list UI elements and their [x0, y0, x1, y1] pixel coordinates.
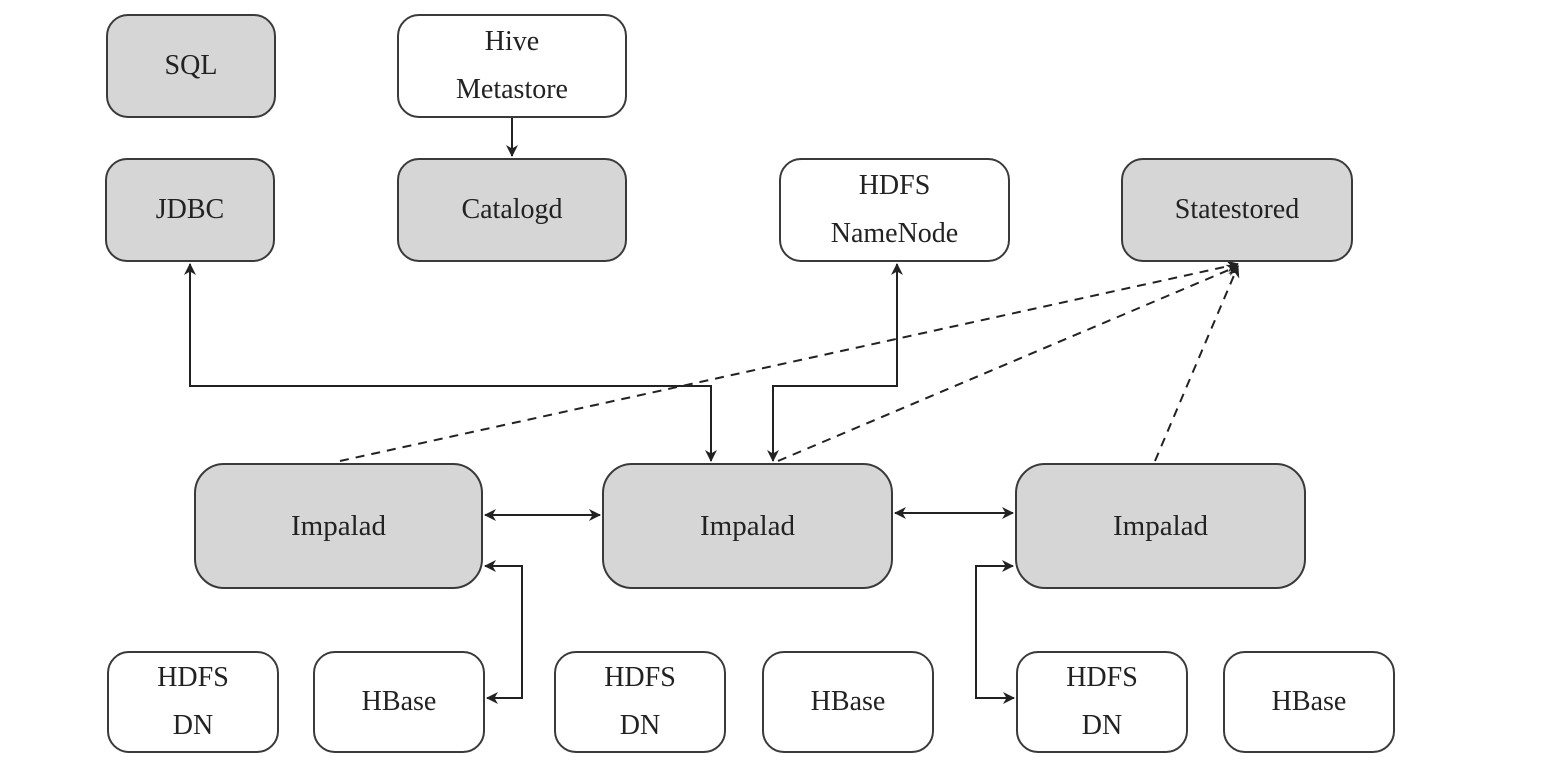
- statestored-label: Statestored: [1174, 194, 1300, 225]
- hdfs-dn-1-label-line2: DN: [172, 710, 214, 741]
- hdfs-namenode-label-line1: HDFS: [858, 170, 931, 201]
- hdfs-dn-node-2: HDFS DN: [554, 651, 726, 753]
- jdbc-node: JDBC: [105, 158, 275, 262]
- jdbc-label: JDBC: [155, 194, 225, 225]
- hive-metastore-label-line2: Metastore: [456, 74, 568, 105]
- hive-metastore-node: Hive Metastore: [397, 14, 627, 118]
- hdfs-dn-1-label-line1: HDFS: [157, 662, 229, 693]
- impalad-1-label: Impalad: [290, 510, 386, 542]
- hdfs-dn-2-label-line2: DN: [619, 710, 661, 741]
- hdfs-dn-node-3: HDFS DN: [1016, 651, 1188, 753]
- hbase-node-2: HBase: [762, 651, 934, 753]
- sql-node: SQL: [106, 14, 276, 118]
- hdfs-namenode-label-line2: NameNode: [830, 218, 959, 249]
- catalogd-node: Catalogd: [397, 158, 627, 262]
- hbase-1-label: HBase: [361, 686, 437, 717]
- impalad-node-1: Impalad: [194, 463, 483, 589]
- hdfs-namenode-node: HDFS NameNode: [779, 158, 1010, 262]
- impalad-3-label: Impalad: [1112, 510, 1208, 542]
- impalad-node-2: Impalad: [602, 463, 893, 589]
- arrow-impalad1-hbase1: [484, 560, 523, 704]
- impalad-node-3: Impalad: [1015, 463, 1306, 589]
- arrow-impalad3-hdfs-dn3: [975, 560, 1015, 704]
- dashed-arrow-impalad1-statestored: [339, 260, 1239, 462]
- impalad-2-label: Impalad: [699, 510, 795, 542]
- hdfs-dn-3-label-line1: HDFS: [1066, 662, 1138, 693]
- statestored-node: Statestored: [1121, 158, 1353, 262]
- hbase-node-1: HBase: [313, 651, 485, 753]
- hdfs-dn-3-label-line2: DN: [1081, 710, 1123, 741]
- arrow-impalad-to-jdbc: [184, 263, 717, 462]
- arrow-impalad-to-namenode: [767, 263, 903, 462]
- hive-metastore-label-line1: Hive: [484, 26, 540, 57]
- dashed-arrow-impalad3-statestored: [1154, 265, 1240, 462]
- dashed-arrow-impalad2-statestored: [777, 264, 1239, 462]
- hbase-2-label: HBase: [810, 686, 886, 717]
- hdfs-dn-node-1: HDFS DN: [107, 651, 279, 753]
- catalogd-label: Catalogd: [461, 194, 563, 225]
- sql-label: SQL: [164, 50, 218, 81]
- hbase-3-label: HBase: [1271, 686, 1347, 717]
- hbase-node-3: HBase: [1223, 651, 1395, 753]
- hdfs-dn-2-label-line1: HDFS: [604, 662, 676, 693]
